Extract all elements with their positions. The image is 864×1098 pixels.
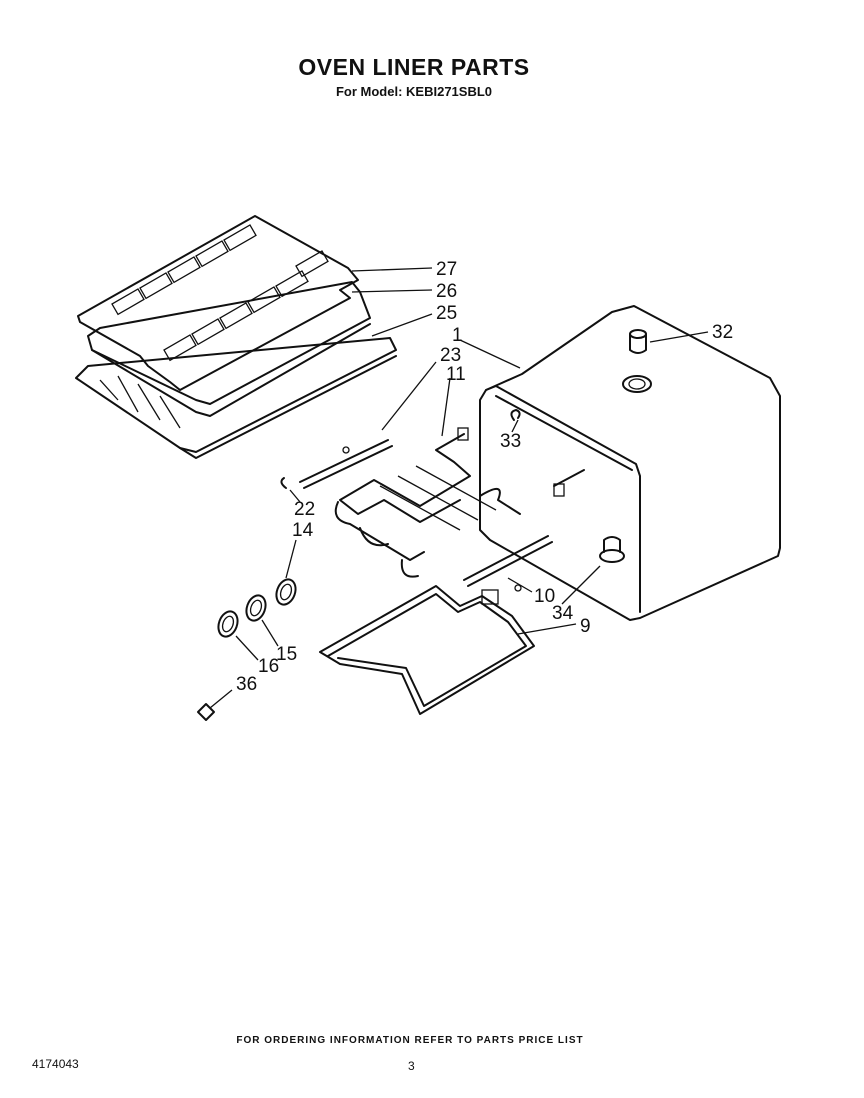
callout-32: 32 [712,322,733,343]
broiler-grid-part [77,215,359,391]
clip-33-part [510,409,521,421]
callout-15: 15 [276,644,297,665]
plug-36-part [197,703,215,721]
ordering-note: FOR ORDERING INFORMATION REFER TO PARTS … [236,1035,584,1046]
oven-rack-part [75,337,397,459]
broil-element-part [319,585,535,715]
callout-27: 27 [436,259,457,280]
broiler-pan-part [87,281,371,417]
vent-cap-part [629,329,647,354]
page-number: 3 [408,1059,415,1073]
callout-25: 25 [436,303,457,324]
leader-lines [209,267,709,709]
callout-36: 36 [236,674,257,695]
callout-33: 33 [500,431,521,452]
callout-10: 10 [534,586,555,607]
shield-strip-part [299,439,393,489]
document-number: 4174043 [32,1057,79,1071]
model-subtitle: For Model: KEBI271SBL0 [335,84,493,99]
callout-34: 34 [552,603,574,624]
callout-26: 26 [436,281,457,302]
grommet-14-part [275,578,297,606]
bake-element-part [334,427,585,578]
sensor-bulb-part [599,536,625,563]
callout-23: 23 [440,345,461,366]
callout-9: 9 [580,616,591,637]
grommet-16-part [217,610,239,638]
vent-opening [622,375,652,393]
callout-22: 22 [294,499,315,520]
page-title: OVEN LINER PARTS [298,54,530,80]
clip-22-part [280,477,287,489]
callout-14: 14 [292,520,314,541]
callout-11: 11 [446,364,466,385]
oven-liner-part [479,305,781,621]
callout-16: 16 [258,656,279,677]
grommet-15-part [245,594,267,622]
callout-1: 1 [452,325,463,346]
